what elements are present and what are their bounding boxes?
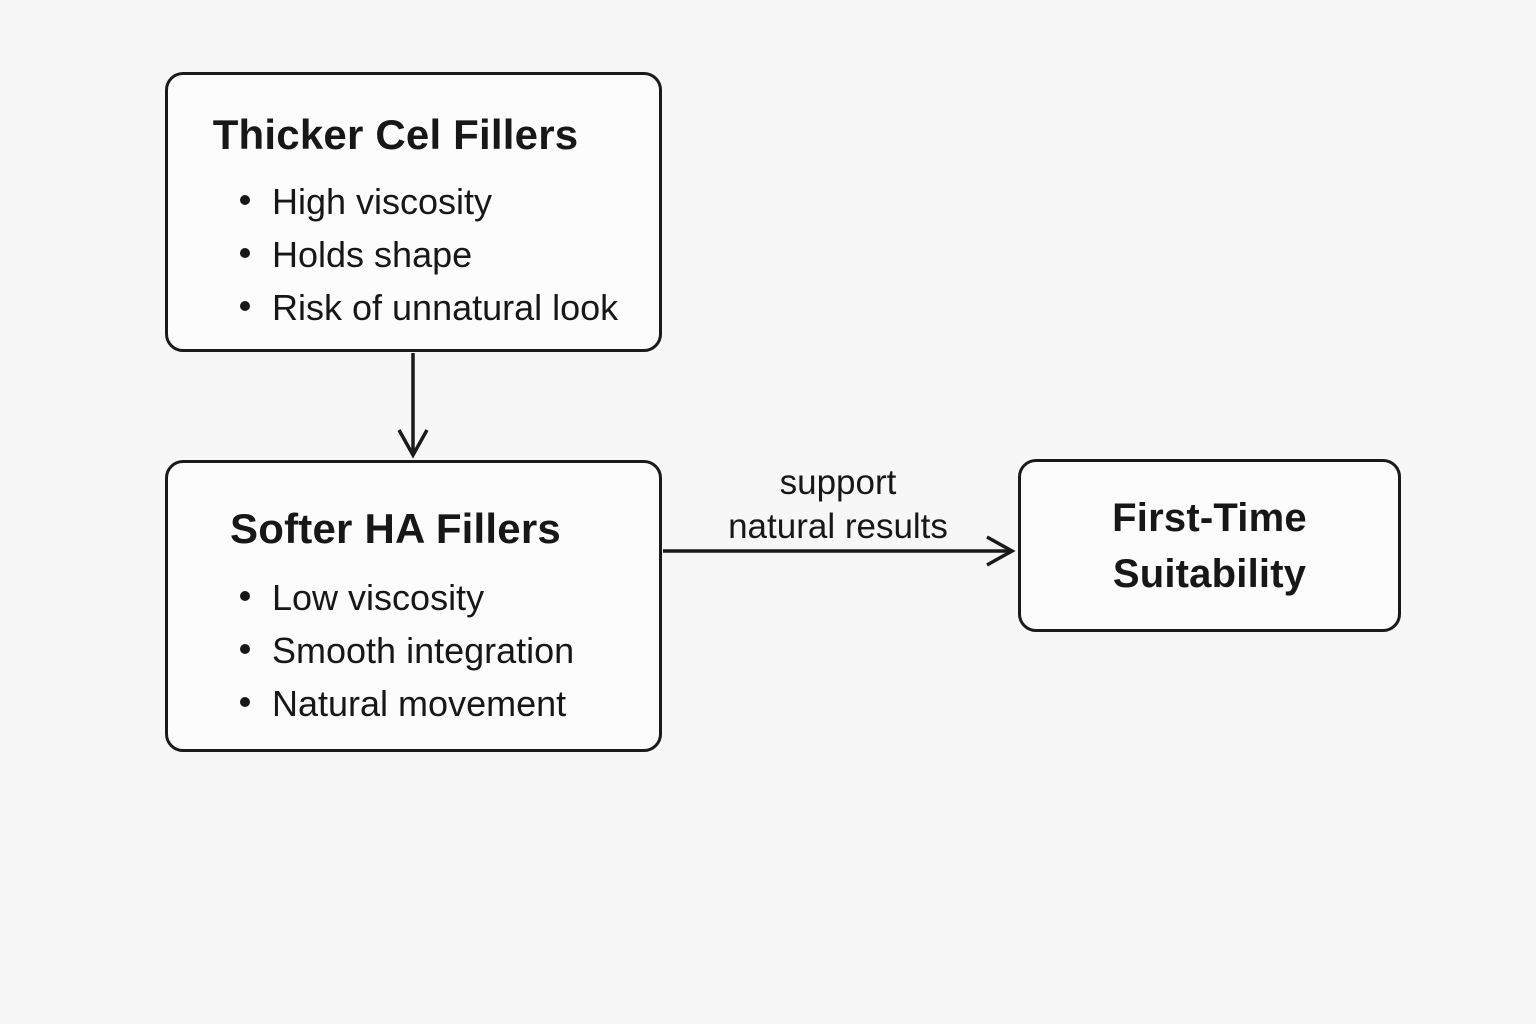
bullet-text: High viscosity	[272, 181, 493, 222]
bullet-item: Low viscosity	[240, 571, 623, 624]
bullet-item: Natural movement	[240, 677, 623, 730]
bullet-text: Low viscosity	[272, 577, 485, 618]
bullet-text: Natural movement	[272, 683, 567, 724]
bullet-dot-icon	[240, 697, 250, 707]
node-title: Softer HA Fillers	[230, 505, 561, 552]
bullet-text: Holds shape	[272, 234, 473, 275]
bullet-dot-icon	[240, 301, 250, 311]
bullet-text: Smooth integration	[272, 630, 575, 671]
bullet-item: Risk of unnatural look	[240, 281, 623, 334]
bullet-dot-icon	[240, 248, 250, 258]
node-thicker-cel-fillers: Thicker Cel Fillers High viscosity Holds…	[165, 72, 662, 352]
bullet-item: Holds shape	[240, 228, 623, 281]
node-softer-ha-fillers: Softer HA Fillers Low viscosity Smooth i…	[165, 460, 662, 752]
node-bullet-list: High viscosity Holds shape Risk of unnat…	[240, 175, 623, 334]
edge-label-line2: natural results	[728, 507, 948, 546]
node-title-line2: Suitability	[1112, 551, 1307, 596]
bullet-text: Risk of unnatural look	[272, 287, 619, 328]
bullet-dot-icon	[240, 591, 250, 601]
bullet-item: Smooth integration	[240, 624, 623, 677]
node-first-time-suitability: First-Time Suitability	[1018, 459, 1401, 632]
bullet-dot-icon	[240, 195, 250, 205]
edge-label-line1: support	[779, 463, 897, 502]
bullet-item: High viscosity	[240, 175, 623, 228]
bullet-dot-icon	[240, 644, 250, 654]
node-title: Thicker Cel Fillers	[212, 111, 579, 158]
arrow-thicker-to-softer	[397, 353, 429, 459]
node-title-line1: First-Time	[1112, 495, 1307, 540]
edge-label-support-natural-results: support natural results	[662, 461, 1014, 549]
node-bullet-list: Low viscosity Smooth integration Natural…	[240, 571, 623, 730]
